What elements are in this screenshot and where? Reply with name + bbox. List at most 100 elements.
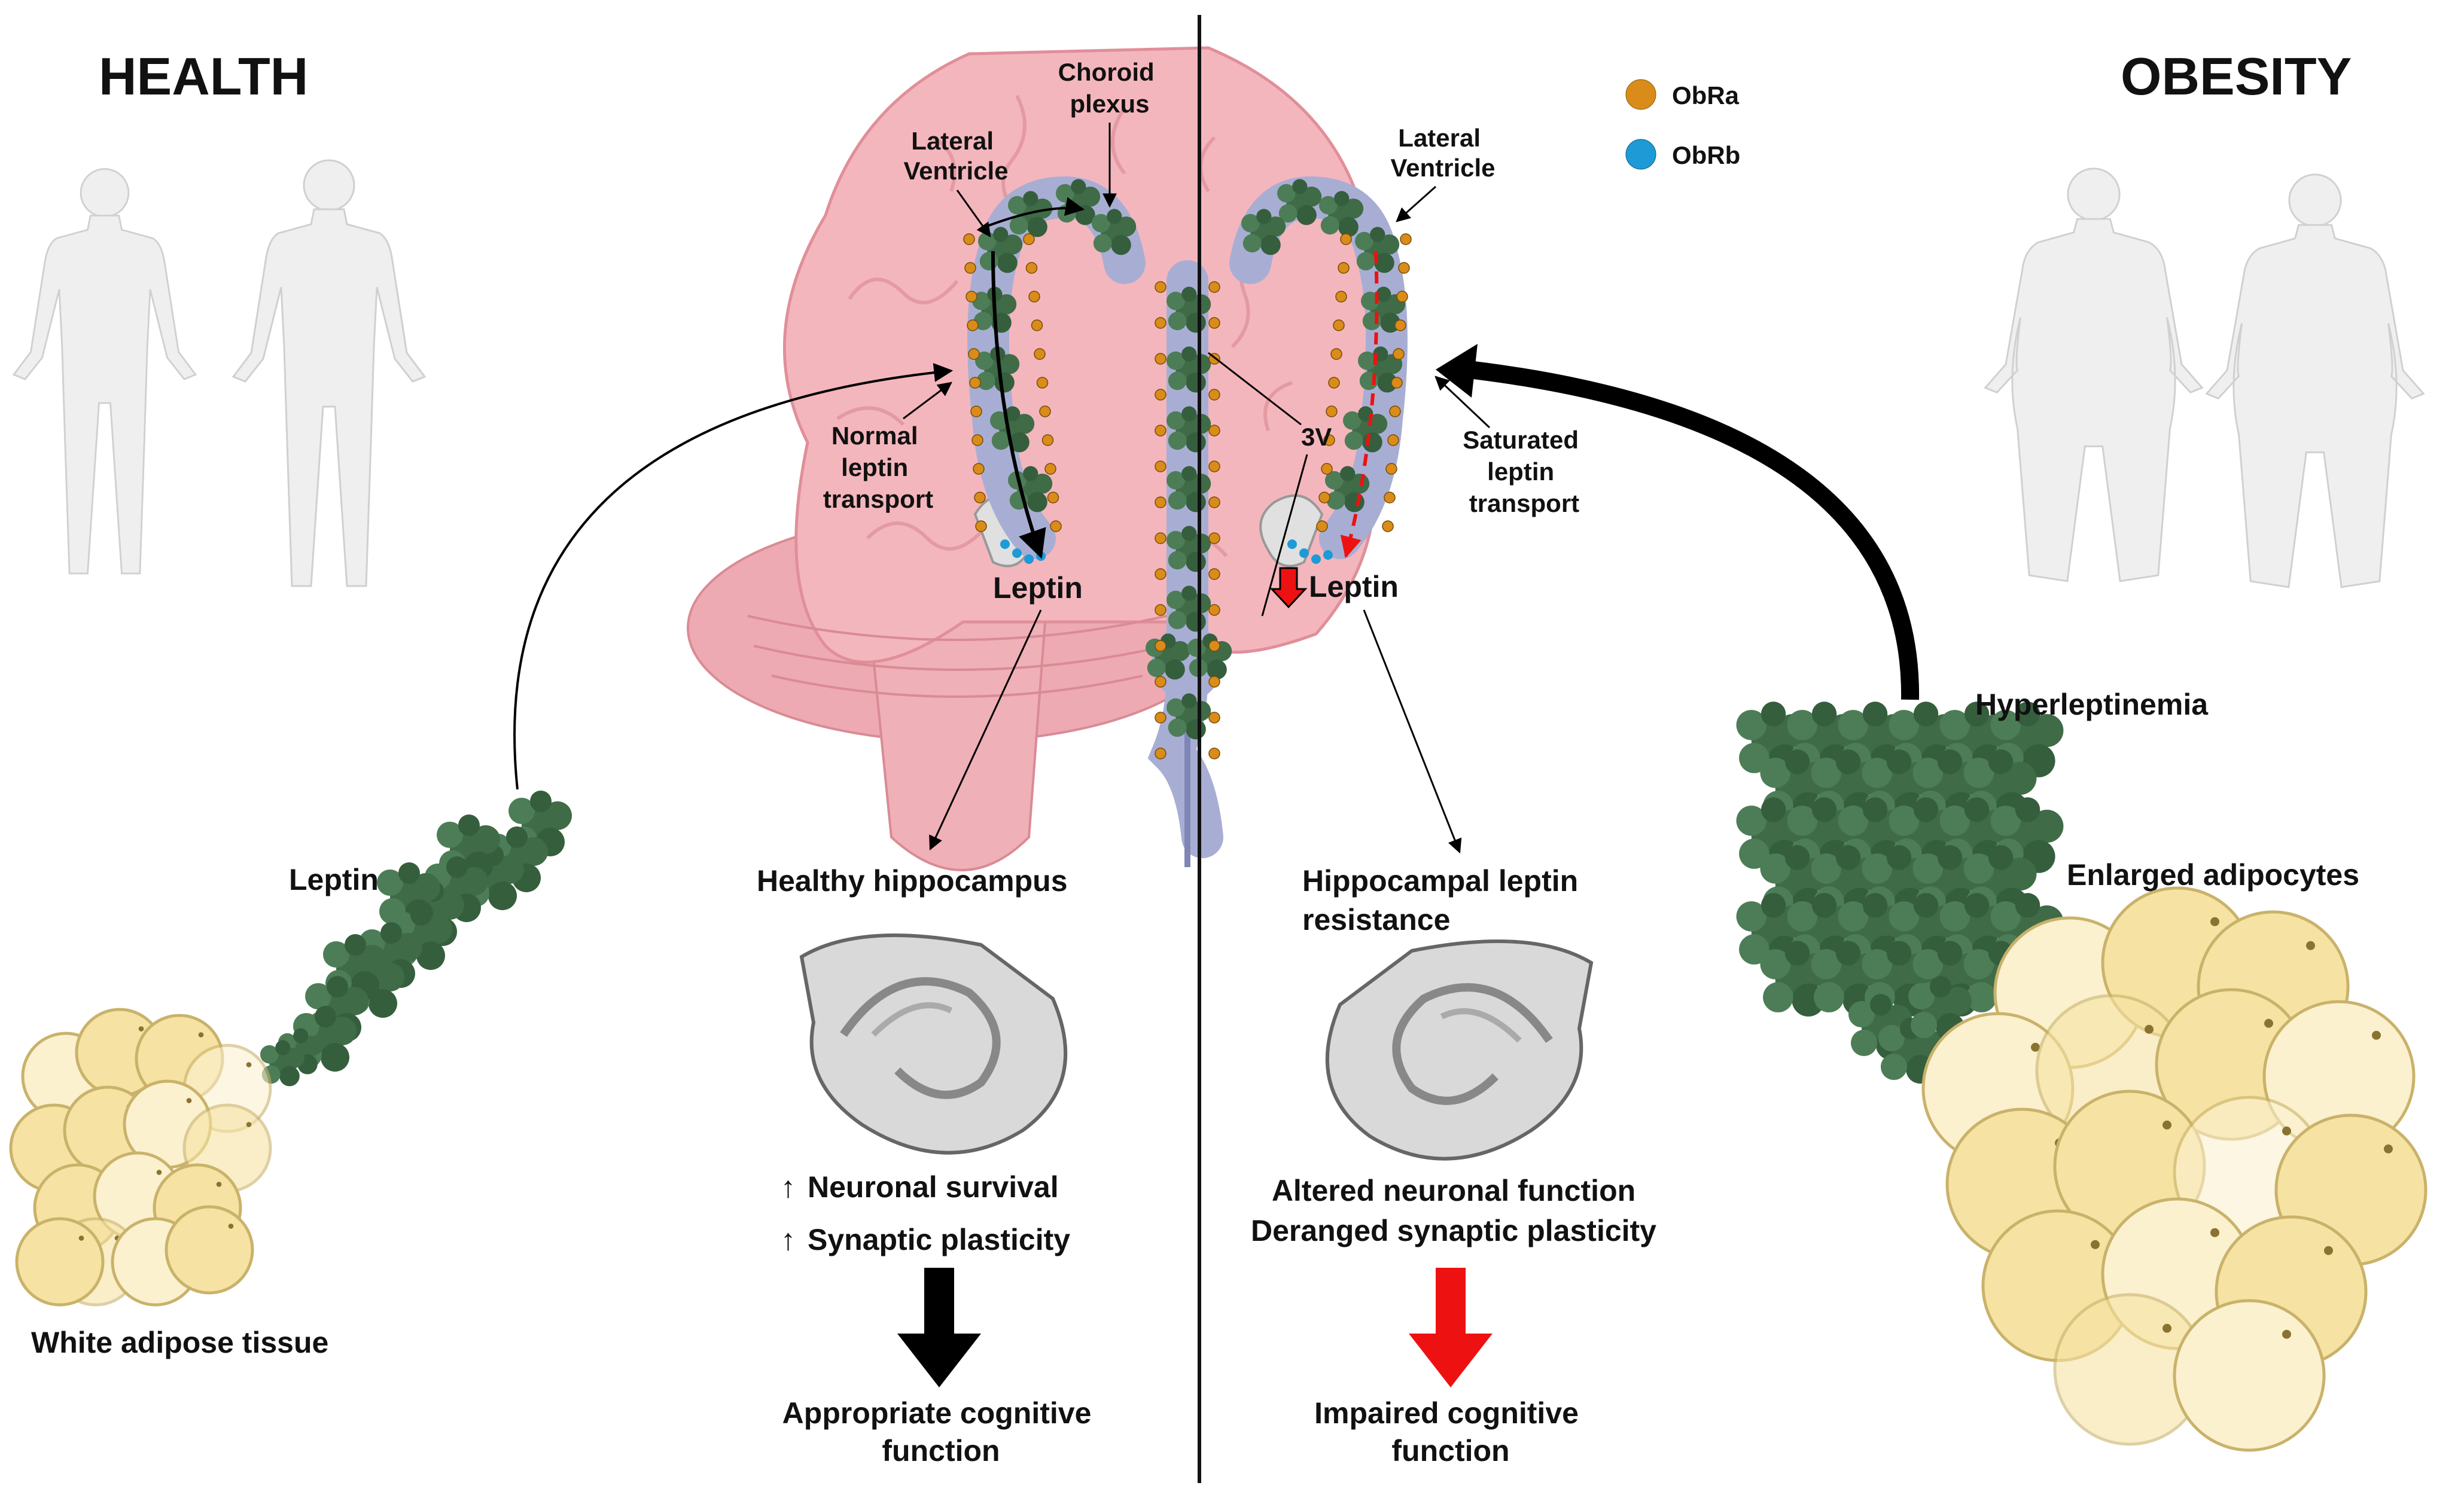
obra-receptor-dot	[963, 233, 975, 245]
obra-receptor-dot	[973, 463, 985, 475]
brain-leptin-right-label: Leptin	[1309, 570, 1399, 603]
saturated-transport-pointer	[1434, 376, 1491, 429]
enlarged-adipocyte-nucleus	[2306, 941, 2315, 950]
obrb-receptor-dot	[1287, 539, 1297, 549]
obra-receptor-dot	[1335, 291, 1347, 303]
obra-receptor-dot	[1025, 262, 1038, 274]
hyperleptinemia-label: Hyperleptinemia	[1975, 688, 2209, 721]
obra-receptor-dot	[1155, 676, 1166, 688]
enlarged-adipocyte	[2173, 1299, 2326, 1452]
obra-receptor-dot	[1023, 233, 1035, 245]
obra-receptor-dot	[1155, 640, 1166, 652]
white-adipocyte-nucleus	[198, 1032, 204, 1038]
obra-receptor-dot	[1208, 532, 1220, 544]
enlarged-adipocytes-illustration	[1921, 886, 2428, 1452]
white-adipocyte-nucleus	[216, 1182, 222, 1187]
health-transport-path	[991, 251, 1046, 559]
obesity-transport-path	[1340, 251, 1379, 559]
white-adipocyte-nucleus	[138, 1026, 144, 1032]
obra-receptor-dot	[1382, 520, 1394, 532]
health-outcome-arrow-icon	[897, 1268, 981, 1387]
health-leptin-cluster	[260, 791, 572, 1087]
obra-receptor-dot	[1208, 496, 1220, 508]
white-adipose-tissue-label: White adipose tissue	[31, 1326, 328, 1359]
obra-receptor-dot	[1050, 520, 1062, 532]
obra-receptor-dot	[966, 291, 977, 303]
obrb-receptor-dot	[1311, 554, 1321, 564]
obra-receptor-dot	[1208, 712, 1220, 724]
obesity-effect-2: Deranged synaptic plasticity	[1251, 1214, 1656, 1247]
obra-receptor-dot	[968, 348, 980, 360]
legend-obra-label: ObRa	[1672, 81, 1740, 109]
enlarged-adipocyte-nucleus	[2282, 1126, 2291, 1136]
third-ventricle-pointer-lower	[1261, 454, 1308, 617]
enlarged-adipocytes-label: Enlarged adipocytes	[2067, 858, 2359, 892]
obra-receptor-dot	[971, 434, 983, 446]
obra-receptor-dot	[1208, 568, 1220, 580]
lateral-ventricle-right-label: Lateral Ventricle	[1390, 124, 1495, 182]
obra-receptor-dot	[1340, 233, 1352, 245]
obra-receptor-dot	[1208, 676, 1220, 688]
third-ventricle-pointer-upper	[1208, 352, 1302, 426]
obrb-receptor-dot	[1000, 539, 1010, 549]
obra-receptor-dot	[1041, 434, 1054, 446]
health-leptin-label: Leptin	[289, 863, 379, 896]
enlarged-adipocyte-nucleus	[2210, 1228, 2219, 1237]
white-adipocyte-nucleus	[186, 1098, 192, 1103]
obra-receptor-dot	[1208, 389, 1220, 401]
hyperleptinemia-flow-arrowhead	[1436, 344, 1478, 398]
resistant-hippocampus-illustration	[1325, 939, 1594, 1161]
third-ventricle-label: 3V	[1301, 423, 1332, 451]
obrb-receptor-dot	[1299, 548, 1309, 558]
obra-receptor-dot	[1391, 377, 1403, 389]
obra-receptor-dot	[1028, 291, 1040, 303]
health-title: HEALTH	[99, 47, 308, 106]
obra-receptor-dot	[1155, 604, 1166, 616]
enlarged-adipocyte-nucleus	[2372, 1030, 2381, 1040]
obra-receptor-dot	[1155, 748, 1166, 759]
obesity-title: OBESITY	[2121, 47, 2352, 106]
legend: ObRa ObRb	[1625, 79, 1740, 170]
obra-receptor-dot	[1387, 434, 1399, 446]
obesity-hippocampus-pointer	[1363, 609, 1462, 854]
health-lateral-pointer	[983, 197, 1085, 228]
enlarged-adipocyte-nucleus	[2282, 1329, 2291, 1339]
lateral-ventricle-right-pointer	[1396, 185, 1436, 222]
obra-receptor-dot	[1328, 377, 1340, 389]
obra-receptor-dot	[1385, 463, 1397, 475]
obra-receptor-dot	[1396, 291, 1408, 303]
obesity-person-female-icon	[2206, 173, 2425, 588]
obra-receptor-dot	[964, 262, 976, 274]
obra-receptor-dot	[1323, 434, 1335, 446]
obra-receptor-dot	[1398, 262, 1410, 274]
obra-receptor-dot	[1330, 348, 1342, 360]
obra-receptor-dot	[1208, 460, 1220, 472]
health-hippocampus-pointer	[929, 609, 1042, 851]
white-adipocyte-nucleus	[156, 1170, 162, 1175]
white-adipocyte-nucleus	[78, 1235, 84, 1241]
healthy-hippocampus-label: Healthy hippocampus	[757, 864, 1068, 898]
obra-receptor-dot	[1155, 712, 1166, 724]
legend-obrb-dot	[1625, 139, 1656, 170]
obra-receptor-dot	[969, 377, 981, 389]
enlarged-adipocyte-nucleus	[2210, 917, 2219, 926]
ventricle-leptin-decor	[963, 179, 1412, 759]
obra-receptor-dot	[1036, 377, 1049, 389]
obrb-receptor-dot	[1012, 548, 1022, 558]
obra-receptor-dot	[1155, 281, 1166, 293]
obra-receptor-dot	[1394, 319, 1406, 331]
obra-receptor-dot	[1155, 496, 1166, 508]
enlarged-adipocyte-nucleus	[2031, 1042, 2040, 1052]
enlarged-adipocyte-nucleus	[2264, 1018, 2273, 1028]
obra-receptor-dot	[1338, 262, 1350, 274]
obra-receptor-dot	[1321, 463, 1333, 475]
obrb-receptor-dot	[1024, 554, 1034, 564]
obra-receptor-dot	[1333, 319, 1345, 331]
obra-receptor-dot	[1155, 568, 1166, 580]
legend-obrb-label: ObRb	[1672, 141, 1740, 169]
obra-receptor-dot	[1047, 492, 1059, 504]
healthy-hippocampus-illustration	[799, 933, 1068, 1155]
enlarged-adipocyte-nucleus	[2324, 1246, 2333, 1255]
normal-leptin-transport-label: Normal leptin transport	[823, 422, 933, 513]
